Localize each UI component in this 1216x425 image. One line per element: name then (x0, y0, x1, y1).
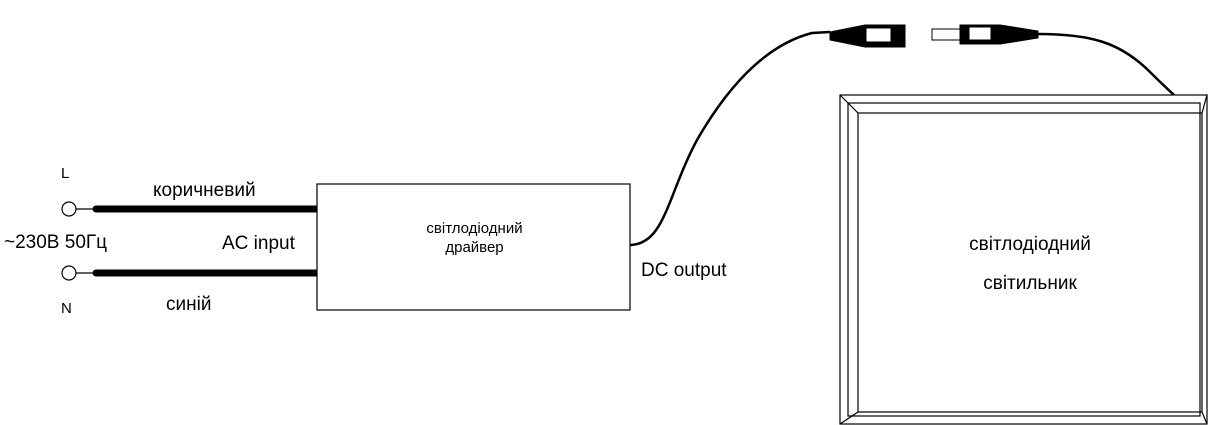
supply-label: ~230В 50Гц (4, 232, 108, 253)
driver-box (316, 183, 631, 311)
female-connector (829, 24, 906, 48)
dc-output-cable (629, 30, 831, 247)
luminaire-cable (1037, 32, 1177, 98)
blue-wire-label: синій (166, 294, 212, 315)
neutral-terminal (61, 265, 77, 281)
ac-input-label: AC input (222, 233, 295, 254)
luminaire-frame (839, 94, 1208, 425)
driver-title-line1: світлодіодний (426, 220, 523, 237)
luminaire-title: світлодіодний світильник (858, 225, 1202, 303)
luminaire-title-line1: світлодіодний (969, 234, 1091, 255)
driver-title-line2: драйвер (445, 239, 504, 256)
luminaire-title-line2: світильник (983, 273, 1077, 294)
dc-output-label: DC output (641, 260, 727, 281)
driver-title: світлодіодний драйвер (319, 219, 630, 257)
male-connector (931, 24, 1039, 45)
line-terminal (61, 201, 77, 217)
brown-wire-label: коричневий (153, 180, 256, 201)
neutral-label: N (61, 300, 72, 317)
line-label: L (61, 165, 70, 182)
